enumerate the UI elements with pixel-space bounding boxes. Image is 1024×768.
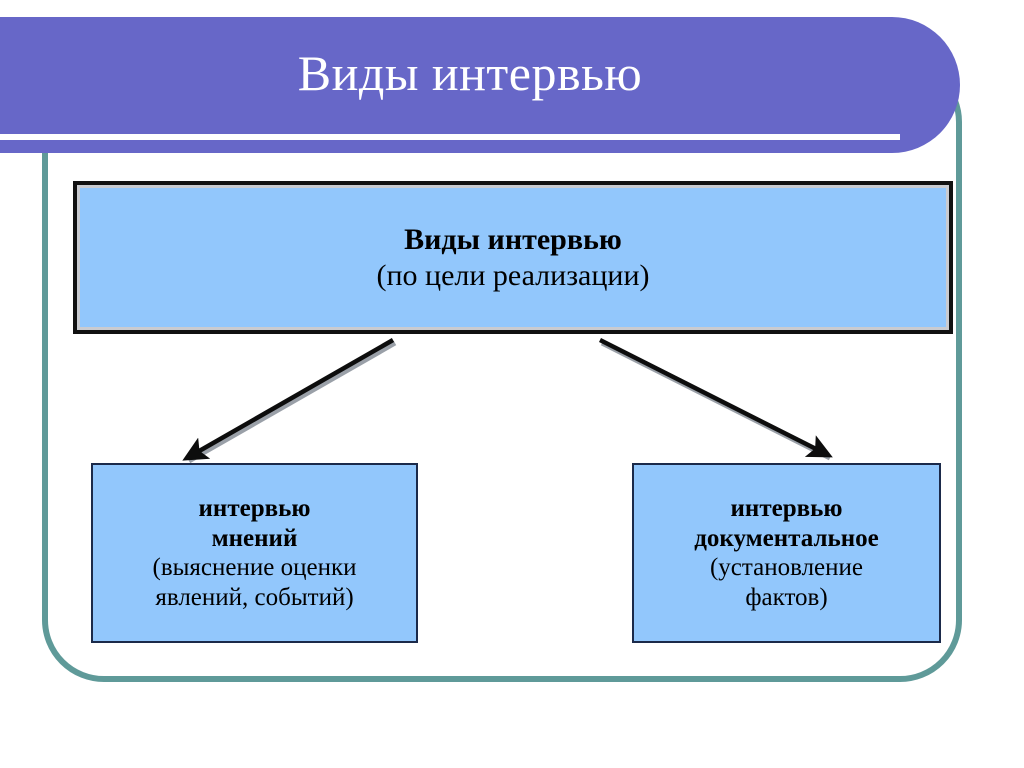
right-node-bold-line-1: интервью xyxy=(730,495,843,522)
root-subtitle: (по цели реализации) xyxy=(376,258,650,292)
diagram-node-root: Виды интервью (по цели реализации) xyxy=(73,181,953,334)
left-node-detail-line-2: явлений, событий) xyxy=(155,583,354,611)
left-node-bold-line-2: мнений xyxy=(211,524,298,552)
arrow-root-to-right xyxy=(598,337,833,461)
diagram-node-documentary-interview: интервью документальное (установление фа… xyxy=(632,463,941,643)
root-title-bold: Виды интервью xyxy=(404,223,622,257)
title-underline-rule xyxy=(0,134,900,140)
diagram-node-opinion-interview: интервью мнений (выяснение оценки явлени… xyxy=(91,463,418,643)
right-node-bold-line-2: документальное xyxy=(694,524,879,552)
right-node-detail-line-1: (установление xyxy=(709,554,864,581)
page-title: Виды интервью xyxy=(297,45,643,101)
left-node-detail-line-1: (выяснение оценки xyxy=(152,554,357,581)
arrow-root-to-left xyxy=(182,338,397,464)
left-node-bold-line-1: интервью xyxy=(198,495,311,522)
title-banner xyxy=(0,17,960,153)
right-node-detail-line-2: фактов) xyxy=(745,583,828,611)
